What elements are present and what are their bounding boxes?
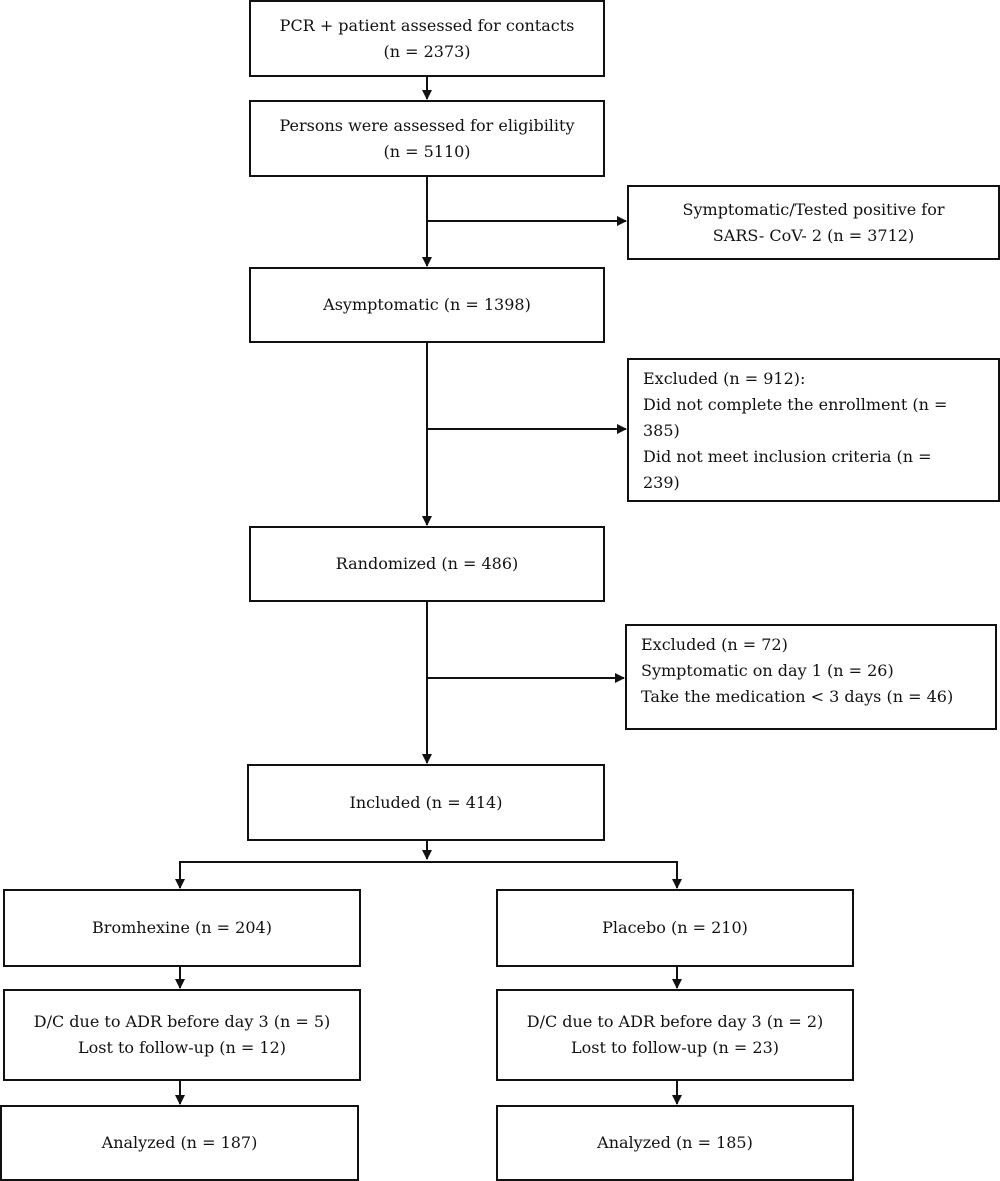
excluded2-line2: Symptomatic on day 1 (n = 26) — [641, 661, 894, 680]
box-asymptomatic: Asymptomatic (n = 1398) — [249, 267, 605, 343]
box-placebo-analyzed: Analyzed (n = 185) — [496, 1105, 854, 1181]
box-placebo-dc: D/C due to ADR before day 3 (n = 2) Lost… — [496, 989, 854, 1081]
brom-analyzed-line1: Analyzed (n = 187) — [101, 1133, 258, 1152]
excluded1-line2: Did not complete the enrollment (n = — [643, 395, 948, 414]
box-symptomatic: Symptomatic/Tested positive for SARS- Co… — [627, 185, 1000, 260]
included-line1: Included (n = 414) — [349, 792, 503, 812]
box-included: Included (n = 414) — [247, 764, 605, 841]
excluded1-line1: Excluded (n = 912): — [643, 369, 806, 388]
symptomatic-line1: Symptomatic/Tested positive for — [682, 199, 945, 219]
split-line — [179, 861, 678, 886]
randomized-line1: Randomized (n = 486) — [335, 554, 519, 573]
box-eligibility: Persons were assessed for eligibility (n… — [249, 100, 605, 177]
excluded1-line3: 385) — [643, 421, 680, 440]
contacts-line2: (n = 2373) — [383, 41, 471, 61]
eligibility-line1: Persons were assessed for eligibility — [279, 115, 575, 135]
box-excluded-72: Excluded (n = 72) Symptomatic on day 1 (… — [625, 624, 997, 730]
bromhexine-line1: Bromhexine (n = 204) — [92, 918, 272, 937]
box-placebo: Placebo (n = 210) — [496, 889, 854, 967]
brom-dc-line1: D/C due to ADR before day 3 (n = 5) — [33, 1012, 331, 1031]
eligibility-line2: (n = 5110) — [383, 141, 471, 161]
excluded1-line4: Did not meet inclusion criteria (n = — [643, 447, 932, 466]
symptomatic-line2: SARS- CoV- 2 (n = 3712) — [712, 225, 915, 245]
excluded1-line5: 239) — [643, 473, 680, 492]
brom-dc-line2: Lost to follow-up (n = 12) — [77, 1038, 286, 1057]
excluded2-line3: Take the medication < 3 days (n = 46) — [641, 687, 954, 706]
plac-dc-line2: Lost to follow-up (n = 23) — [570, 1038, 779, 1057]
excluded2-line1: Excluded (n = 72) — [641, 635, 788, 654]
contacts-line1: PCR + patient assessed for contacts — [279, 15, 575, 35]
plac-analyzed-line1: Analyzed (n = 185) — [597, 1133, 753, 1152]
box-bromhexine: Bromhexine (n = 204) — [3, 889, 361, 967]
box-bromhexine-dc: D/C due to ADR before day 3 (n = 5) Lost… — [3, 989, 361, 1081]
placebo-line1: Placebo (n = 210) — [602, 918, 748, 937]
asymptomatic-line1: Asymptomatic (n = 1398) — [323, 295, 531, 314]
box-contacts: PCR + patient assessed for contacts (n =… — [249, 0, 605, 77]
plac-dc-line1: D/C due to ADR before day 3 (n = 2) — [526, 1012, 824, 1031]
box-bromhexine-analyzed: Analyzed (n = 187) — [0, 1105, 359, 1181]
box-excluded-912: Excluded (n = 912): Did not complete the… — [627, 358, 1000, 502]
box-randomized: Randomized (n = 486) — [249, 526, 605, 602]
